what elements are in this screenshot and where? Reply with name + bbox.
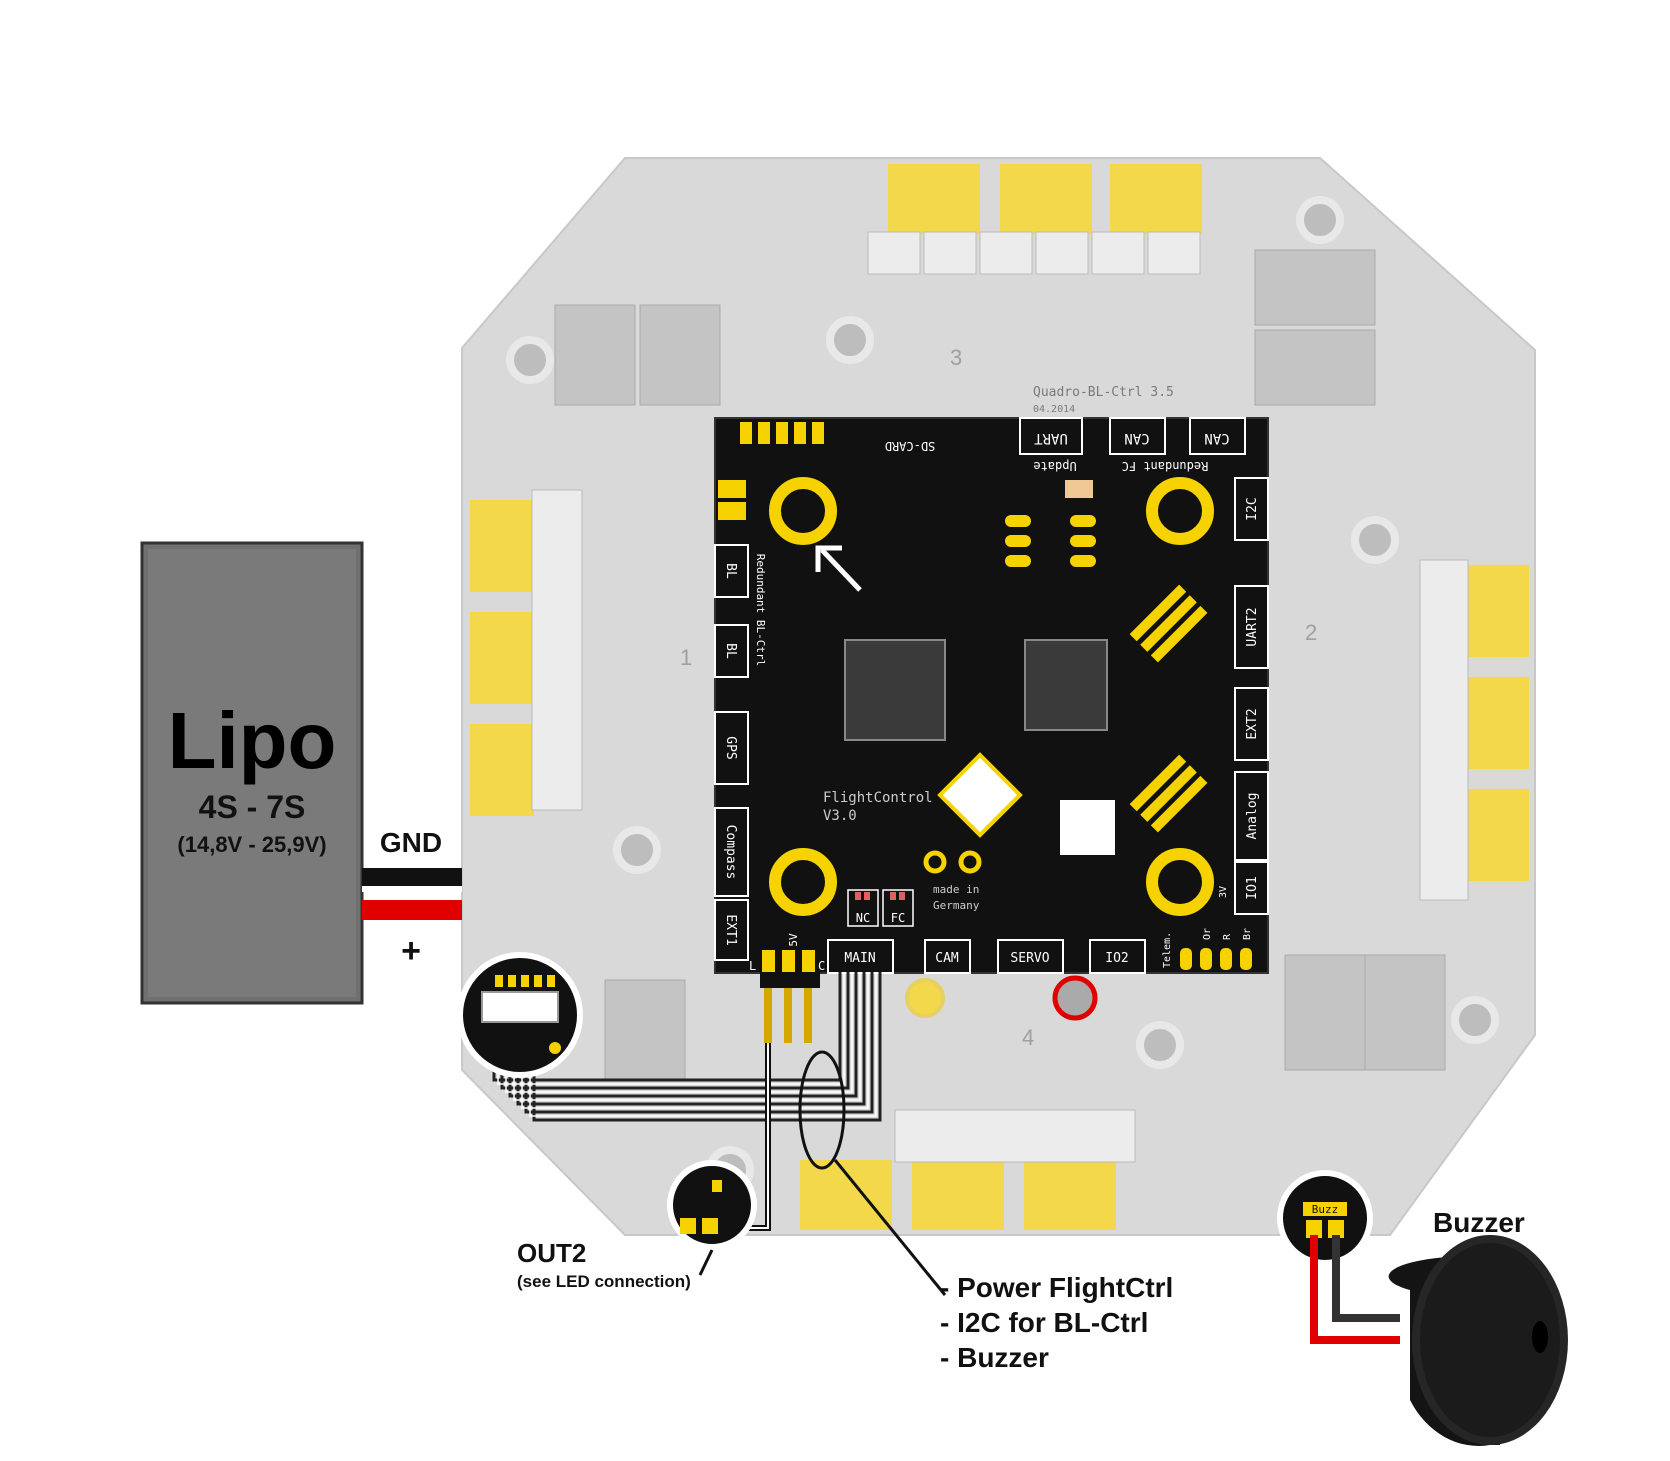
connector-io1: IO1 — [1245, 876, 1260, 899]
redundant-bl-label: Redundant BL-Ctrl — [754, 554, 767, 667]
fc-name: FlightControl — [823, 790, 933, 806]
pad-fc: FC — [891, 911, 905, 925]
lipo-battery: Lipo 4S - 7S (14,8V - 25,9V) — [140, 541, 364, 1005]
header-pins — [760, 972, 820, 1043]
connector-gps: GPS — [723, 736, 738, 759]
sd-card-label: SD-CARD — [885, 439, 936, 453]
header-label-5v: 5V — [787, 933, 800, 947]
made-in-label: made in — [933, 883, 979, 896]
board-date: 04.2014 — [1033, 404, 1075, 415]
connector-uart: UART — [1034, 430, 1068, 446]
connector-i2c: I2C — [1245, 497, 1260, 520]
header-label-l: L — [749, 959, 756, 973]
battery-cells: 4S - 7S — [199, 789, 306, 825]
main-line-i2c: - I2C for BL-Ctrl — [940, 1307, 1148, 1338]
buzzer-title: Buzzer — [1433, 1207, 1525, 1238]
connector-io2: IO2 — [1105, 951, 1128, 966]
connector-bl-2: BL — [723, 643, 738, 659]
threev-label: 3V — [1218, 886, 1229, 898]
battery-name: Lipo — [168, 696, 337, 785]
redundant-fc-label: Redundant FC — [1122, 459, 1209, 473]
gnd-wire — [362, 868, 462, 886]
motor-number-1: 1 — [680, 645, 692, 670]
out2-note: (see LED connection) — [517, 1272, 691, 1291]
connector-main: MAIN — [844, 951, 875, 966]
connector-can-2: CAN — [1204, 430, 1229, 446]
connector-zoom — [457, 952, 583, 1078]
buzz-pad-label: Buzz — [1312, 1203, 1339, 1216]
buzzer-icon — [1388, 1235, 1568, 1446]
connector-compass: Compass — [723, 825, 738, 880]
plus-label: + — [401, 932, 421, 970]
buzzer-wire-black — [1332, 1235, 1400, 1322]
motor-number-4: 4 — [1022, 1025, 1034, 1050]
buzzer-wire-red — [1310, 1235, 1400, 1344]
bundle-highlight — [798, 1050, 846, 1170]
fc-version: V3.0 — [823, 808, 857, 824]
connector-ext1: EXT1 — [723, 914, 738, 945]
motor-number-3: 3 — [950, 345, 962, 370]
gnd-label: GND — [380, 827, 442, 858]
telem-pin-br: Br — [1242, 928, 1253, 940]
telem-pin-r: R — [1222, 933, 1233, 940]
battery-voltage: (14,8V - 25,9V) — [177, 832, 326, 857]
telem-label: Telem. — [1162, 932, 1173, 968]
connector-ext2: EXT2 — [1245, 708, 1260, 739]
main-line-power: - Power FlightCtrl — [940, 1272, 1173, 1303]
header-label-c: C — [818, 959, 825, 973]
connector-analog: Analog — [1245, 793, 1260, 840]
main-line-buzzer: - Buzzer — [940, 1342, 1049, 1373]
leader-line-main — [833, 1159, 947, 1296]
connector-can-1: CAN — [1124, 430, 1149, 446]
pad-nc: NC — [856, 911, 870, 925]
out2-title: OUT2 — [517, 1238, 586, 1268]
buzz-zoom: Buzz — [1277, 1170, 1373, 1266]
plus-wire — [362, 900, 462, 920]
connector-cam: CAM — [935, 951, 959, 966]
connector-servo: SERVO — [1010, 951, 1049, 966]
connector-bl-1: BL — [723, 563, 738, 579]
connector-uart2: UART2 — [1245, 607, 1260, 646]
out2-zoom — [667, 1160, 757, 1276]
country-label: Germany — [933, 899, 980, 912]
telem-pin-or: Or — [1202, 928, 1213, 940]
motor-number-2: 2 — [1305, 620, 1317, 645]
board-name: Quadro-BL-Ctrl 3.5 — [1033, 385, 1174, 400]
update-label: Update — [1033, 459, 1076, 473]
flight-control-board: UART CAN CAN SD-CARD Update Redundant FC… — [714, 417, 1269, 974]
